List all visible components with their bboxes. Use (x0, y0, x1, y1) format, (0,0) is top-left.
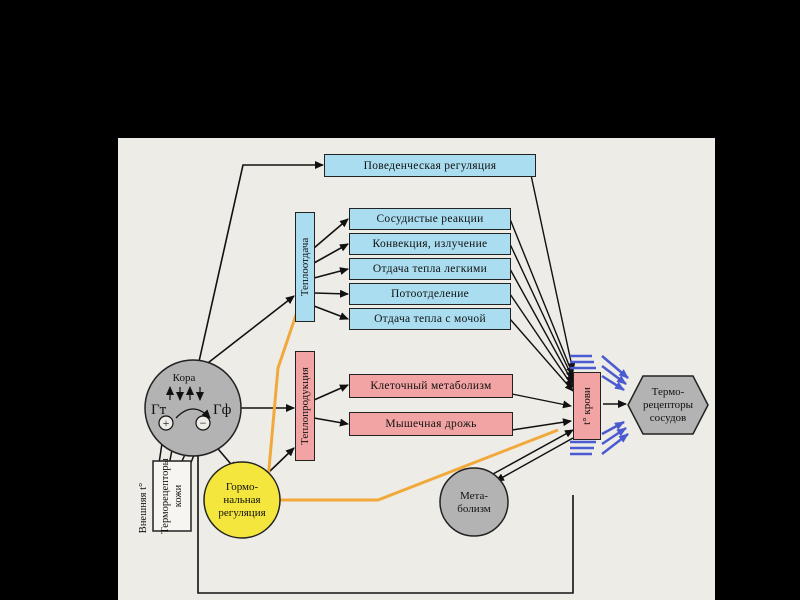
gf-label: Гф (213, 402, 232, 418)
gt-label: Гт (151, 402, 167, 418)
blood-temp-box: t° крови (573, 372, 601, 440)
cortex-label: Кора (173, 372, 196, 384)
heat-loss-fanout (313, 218, 349, 320)
skin-receptors-box (152, 460, 192, 532)
metabolism-line-2: болизм (457, 503, 491, 515)
heat-loss-item-convection: Конвекция, излучение (349, 233, 511, 255)
heat-production-item-label: Клеточный метаболизм (370, 380, 492, 392)
heat-loss-box: Теплоотдача (295, 212, 315, 322)
hormonal-circle (203, 461, 281, 539)
skin-receptors-line-2: кожи (173, 484, 184, 507)
hormonal-line-1: Гормо- (226, 481, 259, 493)
heat-production-item-shivering: Мышечная дрожь (349, 412, 513, 436)
arrow-to-behavioral (197, 161, 324, 367)
hypothalamus-circle (144, 359, 242, 457)
cortex-arrows (166, 386, 204, 401)
diagram-page: Термо- рецепторы сосудов Кора Гт Гф + − … (118, 138, 715, 600)
heat-production-fanout (313, 384, 349, 427)
heat-production-box: Теплопродукция (295, 351, 315, 461)
heat-loss-item-vascular: Сосудистые реакции (349, 208, 511, 230)
heat-loss-item-lungs: Отдача тепла легкими (349, 258, 511, 280)
blue-arrows-out (601, 355, 629, 455)
arrow-hormonal-to-production (267, 447, 295, 474)
to-blood-arrows (509, 174, 576, 431)
hormonal-line-lower (280, 428, 559, 502)
heat-loss-item-label: Сосудистые реакции (376, 213, 484, 225)
behavioral-regulation-box: Поведенческая регуляция (324, 154, 536, 177)
gt-gf-loop (175, 408, 211, 419)
heat-production-item-label: Мышечная дрожь (385, 418, 477, 430)
heat-loss-item-sweating: Потоотделение (349, 283, 511, 305)
vessel-receptors-line-2: рецепторы (643, 399, 694, 411)
heat-production-item-cellular: Клеточный метаболизм (349, 374, 513, 398)
heat-loss-item-urine: Отдача тепла с мочой (349, 308, 511, 330)
metabolism-circle (439, 467, 509, 537)
heat-loss-item-label: Отдача тепла легкими (372, 263, 488, 275)
vessel-receptors-line-1: Термо- (652, 386, 685, 398)
external-temp-label: Внешняя t° (138, 483, 149, 533)
hormonal-line-3: регуляция (218, 507, 265, 519)
minus-sign-circle (195, 415, 211, 431)
vessel-receptors-line-3: сосудов (650, 412, 687, 424)
blood-temp-label: t° крови (581, 387, 593, 425)
behavioral-regulation-label: Поведенческая регуляция (363, 159, 497, 172)
heat-production-label: Теплопродукция (299, 367, 311, 445)
plus-sign: + (163, 416, 170, 430)
arrow-to-heat-loss (203, 295, 295, 367)
vessel-receptors-hexagon (627, 375, 709, 435)
feedback-loop-line (194, 427, 574, 594)
hormonal-line-2: нальная (223, 494, 260, 506)
minus-sign: − (200, 416, 207, 430)
hormonal-line-upper (266, 302, 302, 481)
plus-sign-circle (158, 415, 174, 431)
heat-loss-label: Теплоотдача (299, 237, 311, 297)
heat-loss-item-label: Потоотделение (390, 288, 470, 300)
blue-arrows-in (570, 354, 596, 456)
diagram-connectors: Термо- рецепторы сосудов Кора Гт Гф + − … (138, 161, 709, 594)
heat-loss-item-label: Конвекция, излучение (372, 238, 488, 250)
skin-receptors-line-1: Терморецепторы (160, 458, 171, 533)
metabolism-line-1: Мета- (460, 490, 488, 502)
arrow-metabolism-to-blood (492, 429, 574, 475)
heat-loss-item-label: Отдача тепла с мочой (374, 313, 486, 325)
arrow-blood-to-metabolism (495, 437, 574, 482)
